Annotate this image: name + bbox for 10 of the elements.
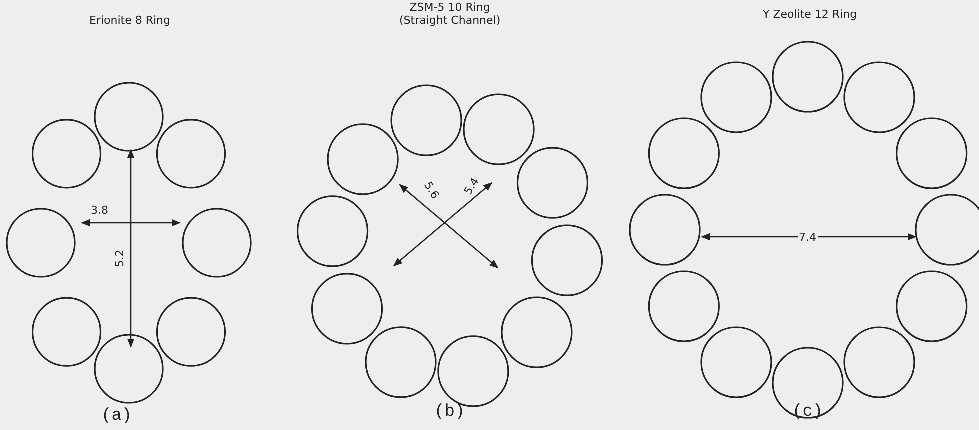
ring-title: ZSM-5 10 Ring (Straight Channel) (400, 1, 501, 27)
dimension-value: 5.4 (461, 174, 482, 198)
panel-label: (a) (102, 406, 132, 426)
panel-label: (b) (434, 402, 466, 422)
dimension-value: 7.4 (798, 230, 818, 244)
ring-title: Y Zeolite 12 Ring (763, 8, 858, 20)
dimension-value: 5.6 (421, 178, 442, 202)
ring-title: Erionite 8 Ring (90, 14, 171, 26)
dimension-value: 5.2 (113, 248, 126, 268)
dimension-value: 3.8 (90, 204, 110, 216)
